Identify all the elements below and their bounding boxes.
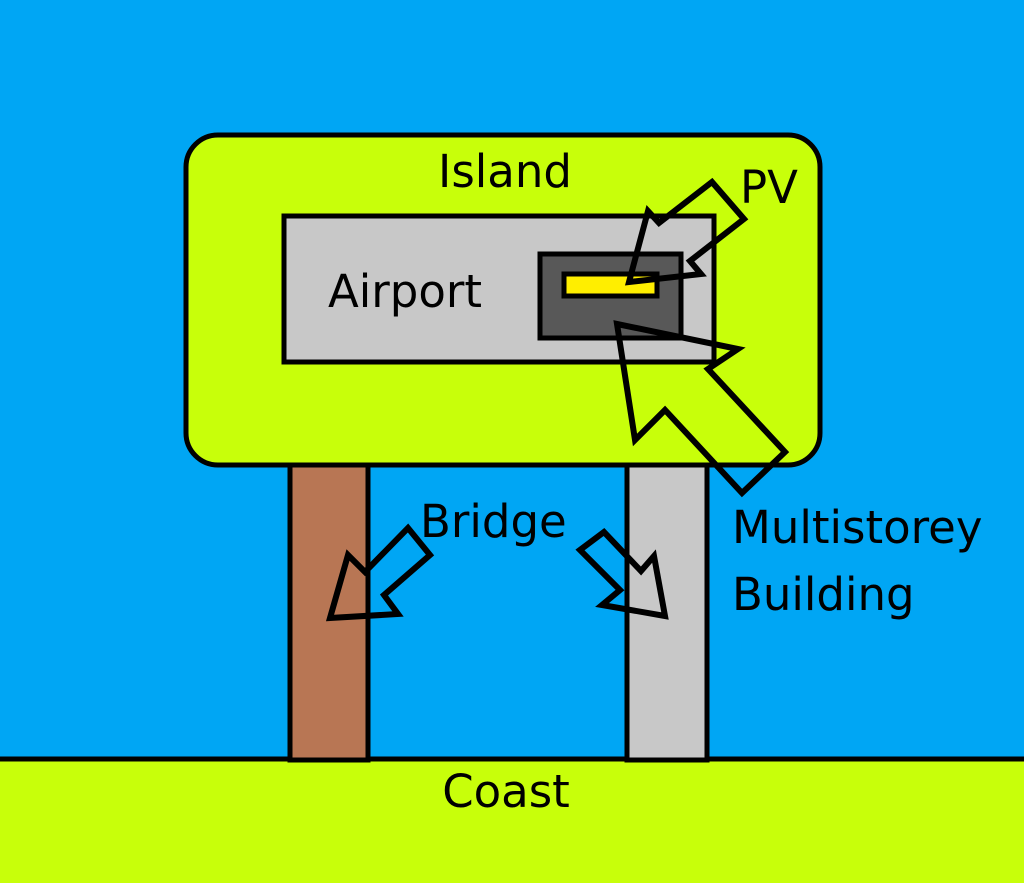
bridge-label: Bridge (420, 495, 567, 548)
island-label: Island (438, 145, 572, 198)
airport-label: Airport (328, 265, 482, 318)
multistorey-label-line1: Multistorey (732, 501, 982, 554)
pv-arrow (624, 177, 749, 286)
pv-panel (561, 271, 660, 299)
bridge-right (624, 452, 710, 763)
bridge-left-arrow (325, 523, 435, 622)
bridge-left (287, 452, 371, 763)
building-arrow (613, 320, 790, 498)
coast-label: Coast (442, 765, 570, 818)
bridge-right-arrow (575, 527, 669, 620)
coast-land (0, 756, 1024, 883)
pv-label: PV (740, 161, 798, 214)
multistorey-label-line2: Building (732, 568, 915, 621)
